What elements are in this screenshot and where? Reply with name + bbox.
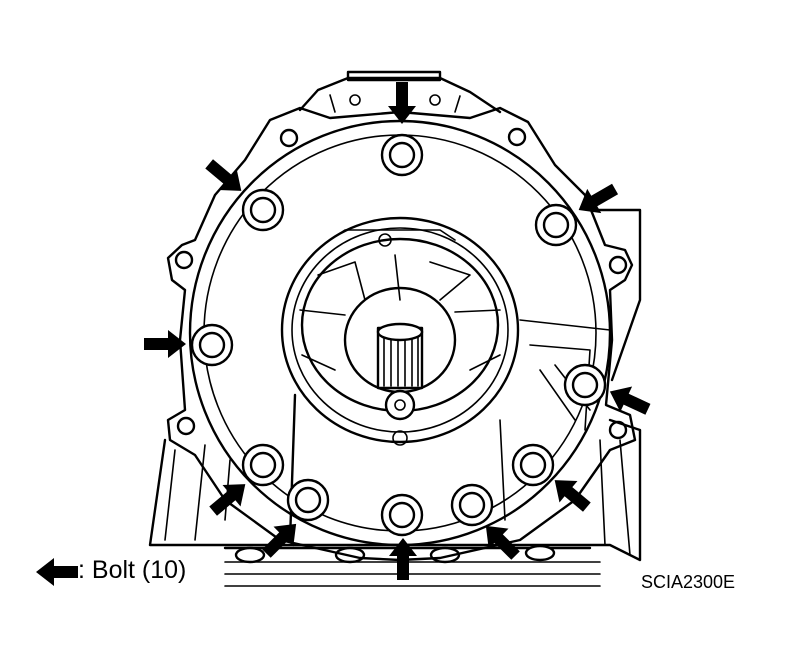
bolt-6 [241, 443, 285, 487]
bolt-5 [563, 363, 607, 407]
oil-pump [280, 216, 520, 446]
arrow-down-left-icon [571, 176, 623, 223]
top-boss [298, 70, 502, 114]
arrow-down-icon [388, 82, 416, 124]
arrow-down-right-icon [200, 153, 251, 202]
bolt-9 [450, 483, 494, 527]
bolts [190, 133, 607, 537]
bolt-2 [241, 188, 285, 232]
side-body [224, 208, 642, 542]
bolt-8 [286, 478, 330, 522]
bolt-1 [380, 133, 424, 177]
bolt-10 [380, 493, 424, 537]
bolt-4 [190, 323, 234, 367]
bolt-7 [511, 443, 555, 487]
bolt-3 [534, 203, 578, 247]
legend-label: : Bolt (10) [78, 556, 187, 584]
legend-arrow-icon [36, 558, 78, 586]
figure-code: SCIA2300E [641, 572, 736, 592]
